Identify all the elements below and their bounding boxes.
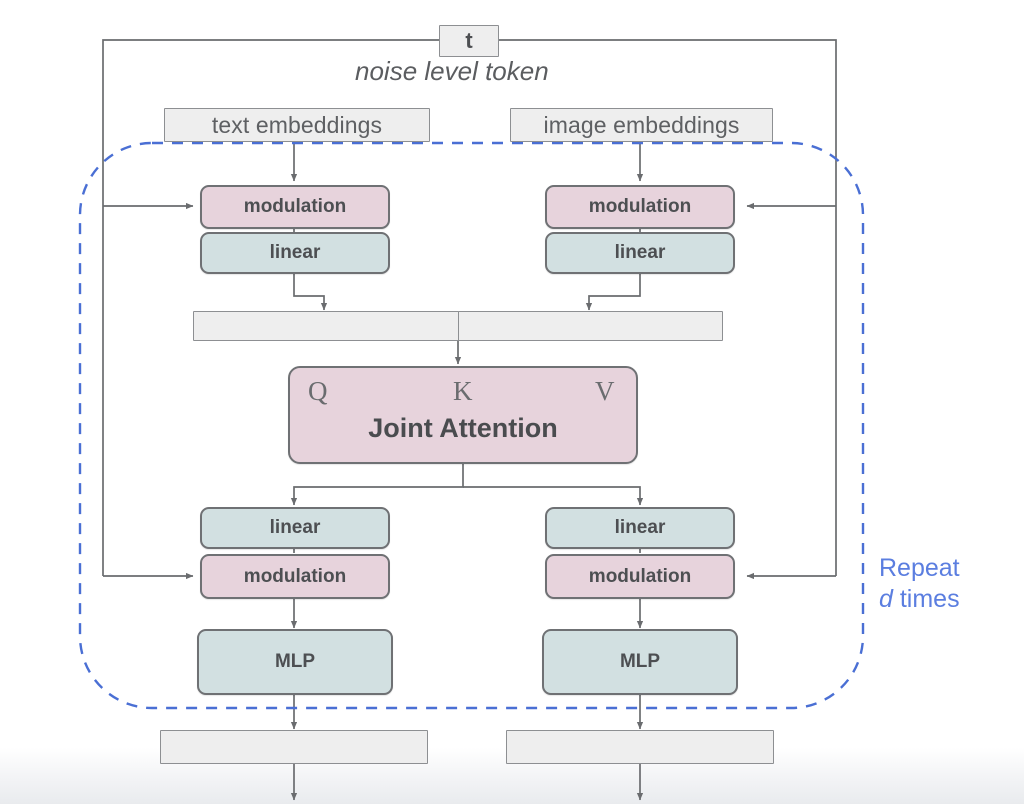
- image-embeddings-box: image embeddings: [510, 108, 773, 142]
- text-mlp-label: MLP: [274, 651, 316, 672]
- image-linear-1-label: linear: [614, 242, 666, 263]
- repeat-line-2: d times: [879, 584, 960, 615]
- noise-level-token-caption: noise level token: [355, 56, 549, 86]
- image-mlp-label: MLP: [619, 651, 661, 672]
- value-label: V: [595, 376, 615, 406]
- image-modulation-block-1: modulation: [545, 185, 735, 229]
- image-modulation-block-2: modulation: [545, 554, 735, 599]
- text-modulation-1-label: modulation: [243, 196, 347, 217]
- repeat-line-1: Repeat: [879, 554, 960, 582]
- repeat-times-word: times: [892, 584, 960, 613]
- text-linear-2-label: linear: [269, 517, 321, 538]
- text-modulation-block-2: modulation: [200, 554, 390, 599]
- image-linear-block-1: linear: [545, 232, 735, 274]
- text-linear-block-2: linear: [200, 507, 390, 549]
- image-linear-block-2: linear: [545, 507, 735, 549]
- text-linear-block-1: linear: [200, 232, 390, 274]
- text-modulation-block-1: modulation: [200, 185, 390, 229]
- image-mlp-block: MLP: [542, 629, 738, 695]
- concat-bar-image-half: [458, 311, 723, 341]
- concat-bar-text-half: [193, 311, 459, 341]
- joint-attention-label: Joint Attention: [368, 413, 558, 443]
- repeat-count-variable: d: [879, 584, 893, 613]
- text-embeddings-box: text embeddings: [164, 108, 430, 142]
- image-linear-2-label: linear: [614, 517, 666, 538]
- text-output-box: [160, 730, 428, 764]
- query-label: Q: [308, 376, 328, 406]
- image-output-box: [506, 730, 774, 764]
- noise-level-token-label: t: [465, 28, 473, 53]
- text-modulation-2-label: modulation: [243, 565, 347, 587]
- text-mlp-block: MLP: [197, 629, 393, 695]
- image-modulation-2-label: modulation: [588, 565, 692, 587]
- noise-level-token-box: t: [439, 25, 499, 57]
- key-label: K: [453, 376, 473, 406]
- joint-attention-block: Q K V Joint Attention: [288, 366, 638, 464]
- image-modulation-1-label: modulation: [588, 196, 692, 217]
- repeat-annotation: Repeat d times: [879, 553, 960, 614]
- text-linear-1-label: linear: [269, 242, 321, 263]
- image-embeddings-label: image embeddings: [543, 111, 740, 138]
- text-embeddings-label: text embeddings: [211, 111, 383, 138]
